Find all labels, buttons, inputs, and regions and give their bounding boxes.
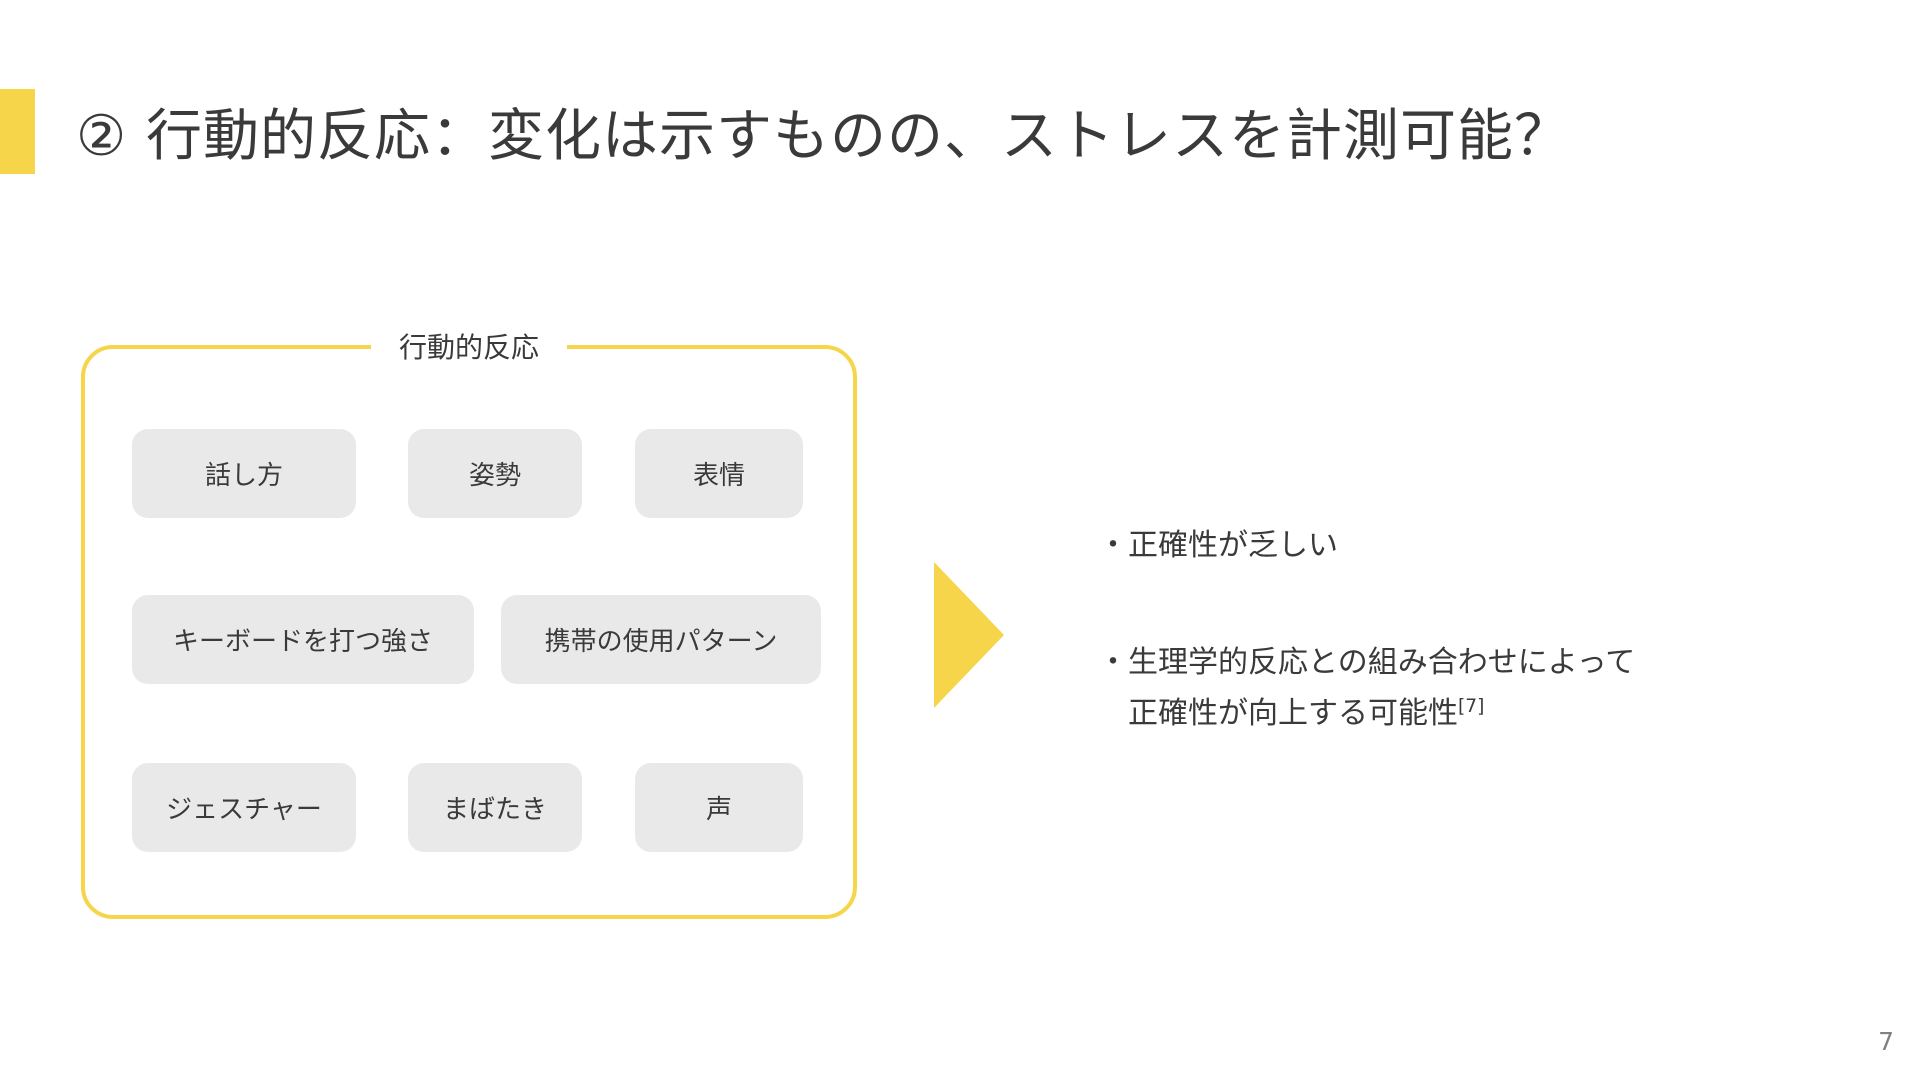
chip-phone-usage-pattern: 携帯の使用パターン — [501, 595, 821, 684]
bullet-combination-line2: 正確性が向上する可能性[7] — [1128, 696, 1485, 731]
chip-speaking-style: 話し方 — [132, 429, 356, 518]
box-label: 行動的反応 — [370, 328, 568, 368]
chip-gesture: ジェスチャー — [132, 763, 356, 852]
chip-voice: 声 — [635, 763, 803, 852]
page-number: 7 — [1878, 1027, 1894, 1056]
arrow-right-icon — [934, 562, 1004, 708]
slide-title: ② 行動的反応：変化は示すものの、ストレスを計測可能？ — [76, 104, 1572, 169]
chip-blinking: まばたき — [408, 763, 582, 852]
chip-facial-expression: 表情 — [635, 429, 803, 518]
bullet-low-accuracy: ・正確性が乏しい — [1098, 528, 1338, 563]
bullet-combination-improves-accuracy: ・生理学的反応との組み合わせによって 正確性が向上する可能性[7] — [1098, 637, 1635, 739]
reference-7: [7] — [1458, 696, 1485, 717]
title-accent-bar — [0, 89, 35, 174]
notes: ・正確性が乏しい ・生理学的反応との組み合わせによって 正確性が向上する可能性[… — [1098, 520, 1635, 739]
chip-posture: 姿勢 — [408, 429, 582, 518]
chip-keyboard-typing-strength: キーボードを打つ強さ — [132, 595, 474, 684]
behavioral-response-box: 行動的反応 話し方 姿勢 表情 キーボードを打つ強さ 携帯の使用パターン ジェス… — [81, 328, 857, 919]
bullet-combination-line1: ・生理学的反応との組み合わせによって — [1098, 645, 1636, 680]
